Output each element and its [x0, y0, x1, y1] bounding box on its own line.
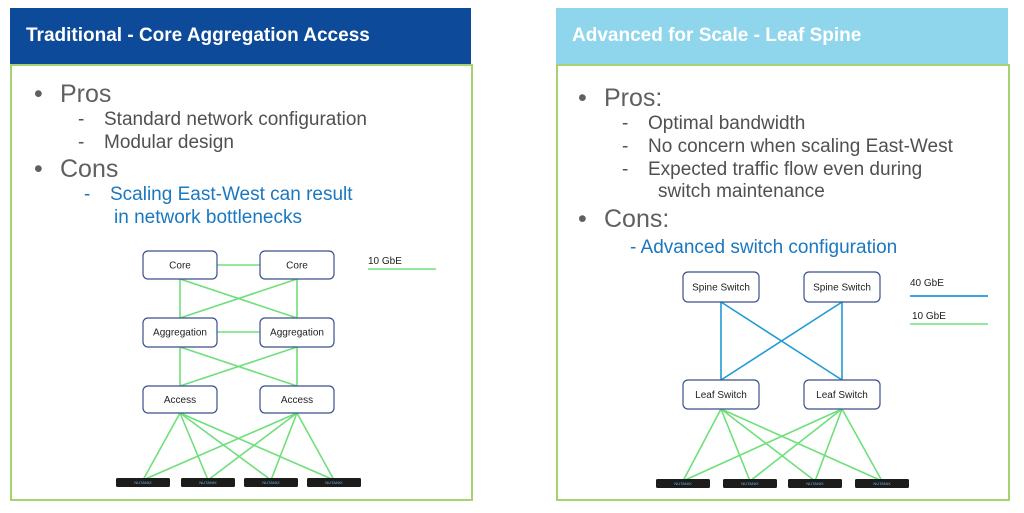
- left-pros-item: -Standard network configuration: [78, 109, 367, 130]
- right-cons-item: - Advanced switch configuration: [630, 237, 898, 258]
- left-legend: 10 GbE: [368, 256, 436, 270]
- link: [720, 408, 883, 482]
- link: [720, 408, 816, 482]
- link: [179, 412, 272, 481]
- core-node: Core: [259, 250, 335, 280]
- left-pros-heading: •Pros: [34, 80, 112, 108]
- legend-label: 10 GbE: [368, 256, 402, 267]
- link: [749, 408, 843, 482]
- left-cons-heading: •Cons: [34, 155, 119, 183]
- access-node: Access: [259, 385, 335, 414]
- server-icon: NUTANIX: [855, 479, 909, 488]
- node-label: Leaf Switch: [695, 390, 747, 401]
- bullet-dot: •: [34, 80, 43, 108]
- node-label: Spine Switch: [692, 283, 750, 294]
- right-panel-title: Advanced for Scale - Leaf Spine: [556, 8, 1008, 64]
- svg-text:NUTANIX: NUTANIX: [325, 480, 343, 485]
- node-label: Access: [164, 395, 196, 406]
- left-cons-item: -Scaling East-West can result: [84, 184, 353, 205]
- node-label: Spine Switch: [813, 283, 871, 294]
- link: [720, 301, 843, 381]
- node-label: Core: [169, 261, 191, 272]
- right-cons-heading: •Cons:: [578, 205, 670, 233]
- access-node: Access: [142, 385, 218, 414]
- server-icon: NUTANIX: [723, 479, 777, 488]
- link: [179, 346, 298, 387]
- link: [296, 412, 335, 481]
- server-icon: NUTANIX: [116, 478, 170, 487]
- bullet-dot: •: [578, 84, 587, 112]
- left-panel-title: Traditional - Core Aggregation Access: [10, 8, 471, 64]
- spine-switch-node: Spine Switch: [803, 271, 881, 303]
- link: [179, 278, 298, 319]
- right-panel: [556, 64, 1010, 501]
- node-label: Leaf Switch: [816, 390, 868, 401]
- link: [841, 408, 883, 482]
- svg-text:NUTANIX: NUTANIX: [134, 480, 152, 485]
- svg-text:NUTANIX: NUTANIX: [873, 481, 891, 486]
- aggregation-node: Aggregation: [259, 317, 335, 348]
- bullet-dot: •: [34, 155, 43, 183]
- link: [142, 412, 298, 481]
- aggregation-node: Aggregation: [142, 317, 218, 348]
- left-nodes: Core Core Aggregation Aggregation Access…: [142, 250, 335, 414]
- svg-text:NUTANIX: NUTANIX: [741, 481, 759, 486]
- server-icon: NUTANIX: [307, 478, 361, 487]
- svg-text:NUTANIX: NUTANIX: [262, 480, 280, 485]
- spine-switch-node: Spine Switch: [682, 271, 760, 303]
- right-pros-heading: •Pros:: [578, 84, 663, 112]
- node-label: Aggregation: [153, 328, 207, 339]
- node-label: Aggregation: [270, 328, 324, 339]
- node-label: Core: [286, 261, 308, 272]
- link: [179, 412, 209, 481]
- right-spine-links: [720, 301, 843, 381]
- right-leaf-links: [682, 408, 883, 482]
- server-icon: NUTANIX: [788, 479, 842, 488]
- leaf-switch-node: Leaf Switch: [803, 379, 881, 410]
- core-node: Core: [142, 250, 218, 280]
- right-pros-item: -No concern when scaling East-West: [622, 136, 953, 157]
- svg-text:NUTANIX: NUTANIX: [199, 480, 217, 485]
- right-pros-item: -Expected traffic flow even during: [622, 159, 923, 180]
- link: [682, 408, 843, 482]
- link: [720, 408, 751, 482]
- legend-label: 40 GbE: [910, 278, 944, 289]
- server-icon: NUTANIX: [181, 478, 235, 487]
- server-icon: NUTANIX: [656, 479, 710, 488]
- link: [207, 412, 298, 481]
- svg-text:NUTANIX: NUTANIX: [806, 481, 824, 486]
- link: [142, 412, 181, 481]
- right-legend: 40 GbE 10 GbE: [910, 278, 988, 325]
- left-cons-item: in network bottlenecks: [114, 207, 302, 228]
- link: [682, 408, 722, 482]
- node-label: Access: [281, 395, 313, 406]
- link: [814, 408, 843, 482]
- leaf-switch-node: Leaf Switch: [682, 379, 760, 410]
- server-icon: NUTANIX: [244, 478, 298, 487]
- left-links: [142, 264, 335, 481]
- left-panel: [10, 64, 473, 501]
- right-nodes: Spine Switch Spine Switch Leaf Switch Le…: [682, 271, 881, 410]
- link: [179, 412, 335, 481]
- svg-text:NUTANIX: NUTANIX: [674, 481, 692, 486]
- link: [270, 412, 298, 481]
- right-pros-item: switch maintenance: [658, 181, 825, 202]
- left-pros-item: -Modular design: [78, 132, 234, 153]
- left-servers: NUTANIX NUTANIX NUTANIX NUTANIX: [116, 478, 361, 487]
- legend-label: 10 GbE: [912, 311, 946, 322]
- bullet-dot: •: [578, 205, 587, 233]
- right-servers: NUTANIX NUTANIX NUTANIX NUTANIX: [656, 479, 909, 488]
- right-pros-item: -Optimal bandwidth: [622, 113, 806, 134]
